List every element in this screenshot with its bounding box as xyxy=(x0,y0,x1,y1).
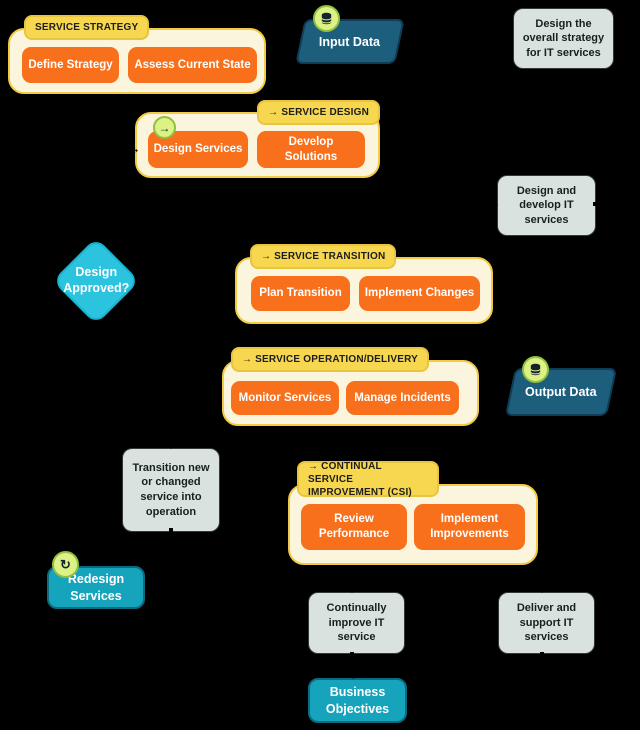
note-deliver-support: Deliver and support IT services xyxy=(498,592,595,654)
connector-arrowhead xyxy=(166,442,176,449)
node-input-data: Input Data xyxy=(295,19,405,64)
connector-stub xyxy=(540,652,544,658)
task-assess-current-state: Assess Current State xyxy=(128,47,257,83)
arrow-icon: → xyxy=(158,120,171,135)
node-business-objectives: Business Objectives xyxy=(308,678,407,723)
note-design-develop-it: Design and develop IT services xyxy=(497,175,596,236)
task-plan-transition: Plan Transition xyxy=(251,276,350,311)
connector-stub xyxy=(169,528,173,534)
task-manage-incidents: Manage Incidents xyxy=(346,381,459,415)
task-review-performance: Review Performance xyxy=(301,504,407,550)
connector-stub xyxy=(593,202,598,206)
database-icon xyxy=(321,12,332,25)
node-output-data-label: Output Data xyxy=(525,385,597,399)
group-tab-csi: → CONTINUAL SERVICE IMPROVEMENT (CSI) xyxy=(297,461,439,498)
node-output-data: Output Data xyxy=(504,368,618,416)
task-monitor-services: Monitor Services xyxy=(231,381,339,415)
task-implement-changes: Implement Changes xyxy=(359,276,480,311)
task-develop-solutions: Develop Solutions xyxy=(257,131,365,168)
note-continually-improve: Continually improve IT service xyxy=(308,592,405,654)
connector-arrowhead xyxy=(347,586,357,593)
database-icon xyxy=(522,356,549,383)
task-define-strategy: Define Strategy xyxy=(22,47,119,83)
task-implement-improvements: Implement Improvements xyxy=(414,504,525,550)
refresh-icon: ↻ xyxy=(52,551,79,578)
note-design-overall-strategy: Design the overall strategy for IT servi… xyxy=(513,8,614,69)
node-input-data-label: Input Data xyxy=(319,34,381,49)
group-tab-service-transition: → SERVICE TRANSITION xyxy=(250,244,397,269)
task-design-services: Design Services xyxy=(148,131,248,168)
group-tab-service-design: → SERVICE DESIGN xyxy=(257,100,380,125)
connector-arrowhead xyxy=(537,586,547,593)
decision-design-approved: Design Approved? xyxy=(52,237,140,325)
connector-arrowhead xyxy=(491,200,498,210)
refresh-icon: ↻ xyxy=(60,557,71,572)
group-tab-service-strategy: SERVICE STRATEGY xyxy=(24,15,150,40)
connector-arrow-into-design-services: → xyxy=(126,140,141,157)
database-icon xyxy=(313,5,340,32)
note-transition-new-service: Transition new or changed service into o… xyxy=(122,448,220,532)
database-icon xyxy=(530,363,541,376)
connector-stub xyxy=(350,652,354,658)
group-tab-service-operation: → SERVICE OPERATION/DELIVERY xyxy=(231,347,430,372)
decision-label: Design Approved? xyxy=(63,265,129,296)
arrow-badge-icon: → xyxy=(153,116,176,139)
connector-arrowhead xyxy=(348,672,358,679)
